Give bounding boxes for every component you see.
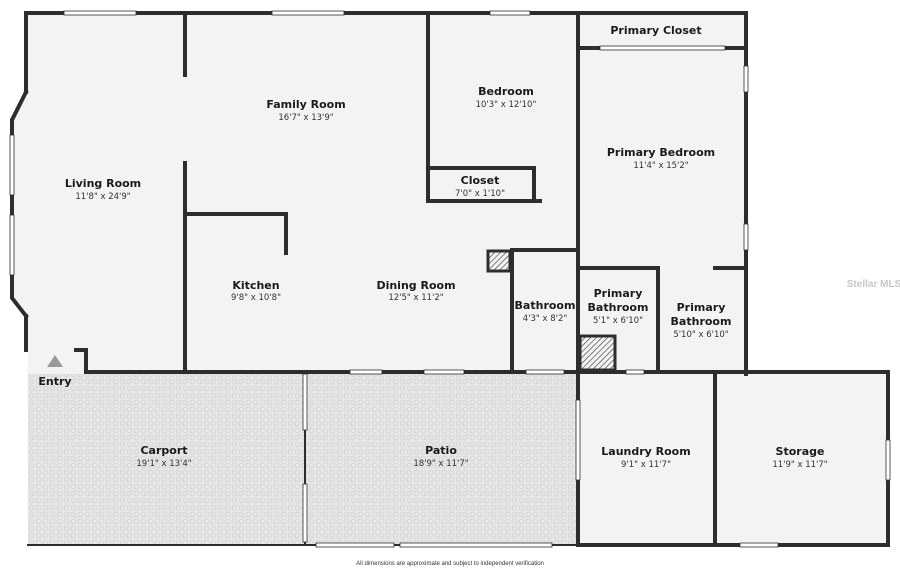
kitchen-label: Kitchen <box>232 279 279 292</box>
carport-dims: 19'1" x 13'4" <box>136 459 191 469</box>
entry-label: Entry <box>38 375 71 388</box>
floors <box>12 13 888 545</box>
laundry-room-dims: 9'1" x 11'7" <box>621 460 671 470</box>
shower-fixture <box>578 334 617 372</box>
primary-bedroom-label: Primary Bedroom <box>607 146 715 159</box>
kitchen-dims: 9'8" x 10'8" <box>231 293 281 303</box>
family-room-label: Family Room <box>266 98 345 111</box>
entry-arrow-icon <box>47 355 63 367</box>
primary-bathroom-1-label-line1: Primary <box>594 287 643 300</box>
carport-label: Carport <box>140 444 187 457</box>
patio-dims: 18'9" x 11'7" <box>413 459 468 469</box>
bathroom-dims: 4'3" x 8'2" <box>523 314 568 324</box>
windows <box>9 10 891 548</box>
closet-label: Closet <box>461 174 500 187</box>
dining-room-dims: 12'5" x 11'2" <box>388 293 443 303</box>
bedroom-dims: 10'3" x 12'10" <box>476 100 537 110</box>
carport-floor <box>28 374 304 545</box>
closet-dims: 7'0" x 1'10" <box>455 189 505 199</box>
primary-bathroom-2-label-line2: Bathroom <box>671 315 732 328</box>
primary-bathroom-1-dims: 5'1" x 6'10" <box>593 316 643 326</box>
chimney-fixture <box>486 249 512 273</box>
bathroom-label: Bathroom <box>515 299 576 312</box>
primary-bathroom-2-label-line1: Primary <box>677 301 726 314</box>
living-room-dims: 11'8" x 24'9" <box>75 192 130 202</box>
fixtures <box>47 249 617 372</box>
watermark: Stellar MLS <box>847 279 900 290</box>
bedroom-label: Bedroom <box>478 85 534 98</box>
primary-bathroom-1-label-line2: Bathroom <box>588 301 649 314</box>
storage-label: Storage <box>776 445 825 458</box>
family-room-dims: 16'7" x 13'9" <box>278 113 333 123</box>
living-room-label: Living Room <box>65 177 141 190</box>
laundry-room-label: Laundry Room <box>601 445 690 458</box>
disclaimer-text: All dimensions are approximate and subje… <box>356 561 544 567</box>
primary-closet-label: Primary Closet <box>610 24 701 37</box>
primary-bedroom-dims: 11'4" x 15'2" <box>633 161 688 171</box>
dining-room-label: Dining Room <box>376 279 455 292</box>
primary-bathroom-2-dims: 5'10" x 6'10" <box>673 330 728 340</box>
laundry-storage-floor <box>578 372 888 544</box>
patio-floor <box>306 374 576 545</box>
storage-dims: 11'9" x 11'7" <box>772 460 827 470</box>
patio-label: Patio <box>425 444 457 457</box>
